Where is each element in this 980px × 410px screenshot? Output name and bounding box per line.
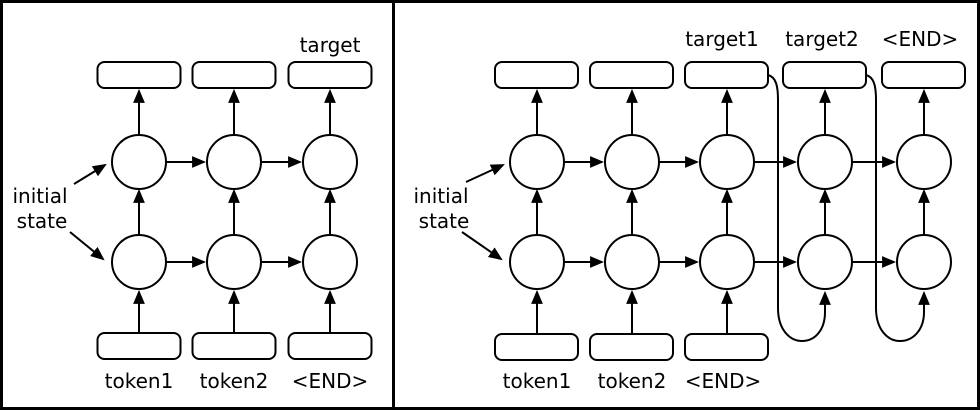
end-token-label: <END>	[292, 369, 369, 393]
left-panel: target token1 token2 <END> initial state	[13, 33, 373, 393]
hidden-state-node	[797, 134, 853, 190]
input-box	[96, 332, 182, 360]
hidden-state-node	[206, 134, 262, 190]
input-box	[191, 332, 277, 360]
hidden-state-node	[302, 234, 358, 290]
target2-label: target2	[785, 27, 859, 51]
hidden-state-node	[111, 234, 167, 290]
right-panel: target1 target2 <END> token1 token2 <END…	[414, 27, 966, 393]
hidden-state-node	[302, 134, 358, 190]
hidden-state-node	[797, 234, 853, 290]
input-box	[589, 333, 674, 361]
output-box	[782, 61, 867, 89]
initial-state-label-line2: state	[17, 209, 68, 233]
token2-label: token2	[200, 369, 269, 393]
initial-state-label-line1: initial	[414, 184, 469, 208]
output-box	[287, 61, 373, 89]
end-token-label: <END>	[685, 369, 762, 393]
hidden-state-node	[206, 234, 262, 290]
output-box	[684, 61, 769, 89]
hidden-state-node	[604, 134, 660, 190]
initial-state-arrow	[461, 231, 503, 261]
hidden-state-node	[604, 234, 660, 290]
end-output-label: <END>	[882, 27, 959, 51]
input-box	[684, 333, 769, 361]
output-box	[191, 61, 277, 89]
output-box	[881, 61, 966, 89]
initial-state-arrow	[73, 163, 107, 185]
hidden-state-node	[111, 134, 167, 190]
initial-state-arrow	[69, 231, 105, 261]
feedback-curve	[865, 74, 930, 343]
token1-label: token1	[503, 369, 572, 393]
initial-state-label-line2: state	[419, 209, 470, 233]
feedback-curve	[767, 74, 831, 343]
output-box	[96, 61, 182, 89]
input-box	[287, 332, 373, 360]
initial-state-arrow	[465, 164, 505, 183]
target-label: target	[300, 33, 361, 57]
input-box	[494, 333, 579, 361]
token1-label: token1	[105, 369, 174, 393]
hidden-state-node	[699, 234, 755, 290]
hidden-state-node	[896, 234, 952, 290]
target1-label: target1	[685, 27, 759, 51]
hidden-state-node	[509, 234, 565, 290]
initial-state-label-line1: initial	[13, 184, 68, 208]
output-box	[589, 61, 674, 89]
token2-label: token2	[598, 369, 667, 393]
hidden-state-node	[699, 134, 755, 190]
hidden-state-node	[509, 134, 565, 190]
output-box	[494, 61, 579, 89]
hidden-state-node	[896, 134, 952, 190]
